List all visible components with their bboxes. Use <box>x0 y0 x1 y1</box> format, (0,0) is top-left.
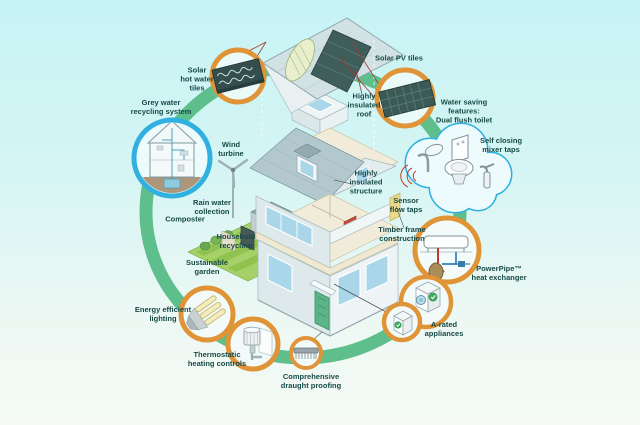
label-solar-hot-water: Solar hot water tiles <box>180 65 214 93</box>
label-solar-pv: Solar PV tiles <box>375 53 423 63</box>
callout-solar-hot-water <box>209 47 267 105</box>
label-highly-insulated-structure: Highly insulated structure <box>349 168 383 196</box>
callout-lighting <box>178 285 236 343</box>
callout-powerpipe <box>412 215 482 285</box>
label-draught-proofing: Comprehensive draught proofing <box>280 372 342 390</box>
composter-box <box>221 230 236 252</box>
house-illustration <box>249 17 404 337</box>
label-rain-water: Rain water collection <box>193 198 231 216</box>
mixer-tap-icon <box>479 163 495 189</box>
water-butt <box>240 225 255 251</box>
callout-solar-pv <box>374 67 437 129</box>
label-sensor-flow-taps: Sensor flow taps <box>389 196 423 214</box>
callout-water-saving-cloud <box>400 122 513 214</box>
label-composter: Composter <box>165 214 205 224</box>
label-timber-frame: Timber frame construction <box>378 225 426 243</box>
label-highly-insulated-roof: Highly insulated roof <box>347 91 381 119</box>
roof-pv-tiles <box>310 29 372 93</box>
wind-turbine-icon <box>217 158 249 218</box>
label-household-recycling: Household recycling <box>216 232 256 250</box>
label-sustainable-garden: Sustainable garden <box>185 258 229 276</box>
callout-a-rated <box>381 274 454 343</box>
middle-window-band <box>265 205 313 247</box>
exploded-roof <box>262 17 404 114</box>
label-grey-water: Grey water recycling system <box>130 98 192 116</box>
callout-thermostatic <box>225 316 281 372</box>
dual-flush-toilet-icon <box>424 134 474 185</box>
label-wind-turbine: Wind turbine <box>218 140 244 158</box>
dormer-window <box>293 143 322 183</box>
callout-draught-proofing <box>289 336 323 370</box>
label-self-closing: Self closing mixer taps <box>479 136 523 154</box>
porch-canopy <box>309 279 337 296</box>
label-thermostatic: Thermostatic heating controls <box>187 350 247 368</box>
ground-window-right1 <box>337 267 361 307</box>
label-powerpipe: PowerPipe™ heat exchanger <box>471 264 527 282</box>
sensor-tap-icon <box>400 153 430 188</box>
front-door <box>314 290 330 331</box>
label-water-saving: Water saving features: Dual flush toilet <box>435 97 493 125</box>
label-energy-efficient: Energy efficient lighting <box>134 305 192 323</box>
ground-window-left <box>267 253 293 293</box>
callout-grey-water <box>131 117 213 199</box>
label-a-rated: A-rated appliances <box>424 320 464 338</box>
ground-window-right2 <box>365 254 389 293</box>
